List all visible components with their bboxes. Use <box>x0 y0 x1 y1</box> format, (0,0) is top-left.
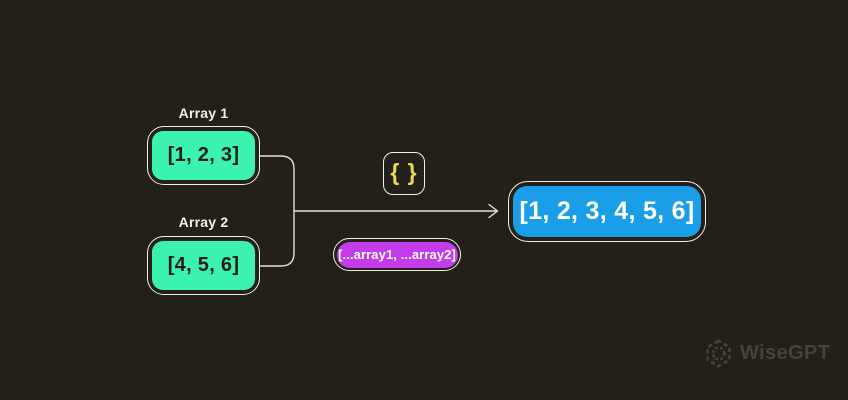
spread-expression: [...array1, ...array2] <box>338 247 456 262</box>
spread-pill-fill: [...array1, ...array2] <box>336 241 458 268</box>
spread-pill: [...array1, ...array2] <box>333 238 461 271</box>
array1-value: [1, 2, 3] <box>167 144 240 166</box>
result-fill: [1, 2, 3, 4, 5, 6] <box>513 186 701 237</box>
array1-fill: [1, 2, 3] <box>152 131 255 180</box>
braces-badge: { } <box>383 152 425 195</box>
array2-value: [4, 5, 6] <box>167 254 240 276</box>
result-box: [1, 2, 3, 4, 5, 6] <box>508 181 706 242</box>
merge-bracket-line <box>259 155 295 267</box>
array1-label: Array 1 <box>178 105 229 121</box>
array1-box: [1, 2, 3] <box>147 126 260 185</box>
wisegpt-logo-icon <box>706 339 731 368</box>
wisegpt-logo-text: WiseGPT <box>740 342 831 364</box>
braces-icon: { } <box>390 158 418 185</box>
array2-fill: [4, 5, 6] <box>152 241 255 290</box>
result-value: [1, 2, 3, 4, 5, 6] <box>519 197 695 225</box>
arrow-head-icon <box>488 203 499 219</box>
wisegpt-logo: WiseGPT <box>702 337 830 370</box>
array2-box: [4, 5, 6] <box>147 236 260 295</box>
array2-label: Array 2 <box>178 214 229 230</box>
